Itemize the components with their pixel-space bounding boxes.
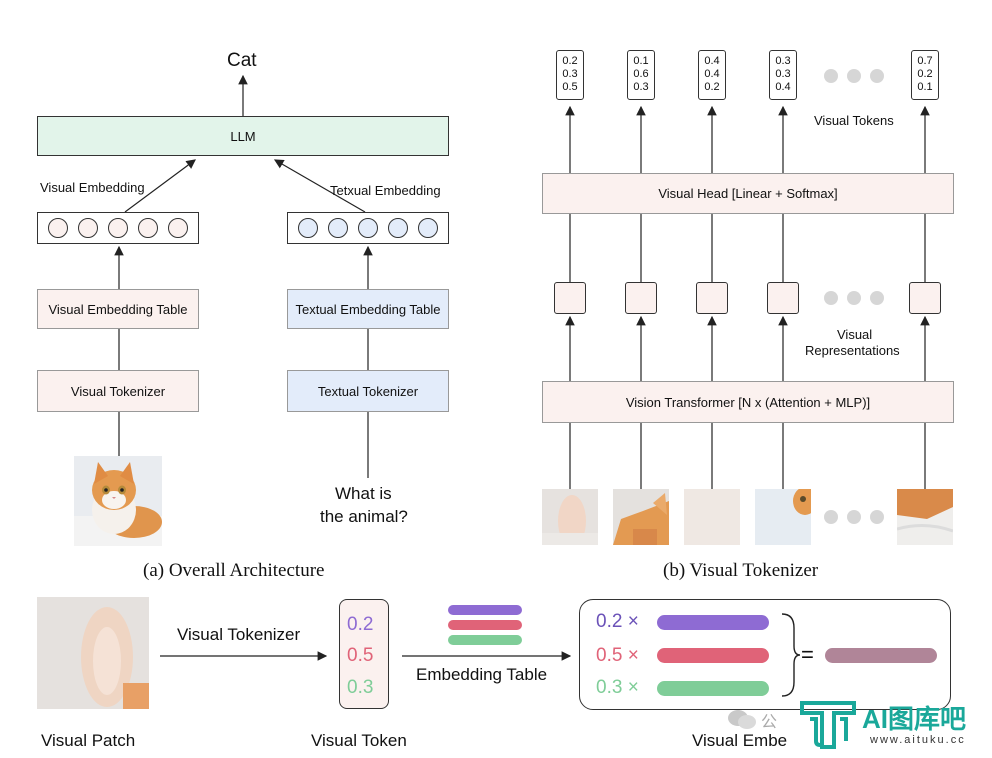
visual-token-5: 0.7 0.2 0.1 — [911, 50, 939, 100]
visual-representation — [767, 282, 799, 314]
token-value: 0.2 — [562, 55, 578, 67]
token-value-1: 0.2 — [347, 614, 374, 635]
image-patch — [755, 489, 811, 545]
embedding-circle — [358, 218, 378, 238]
token-value: 0.3 — [633, 81, 649, 93]
textual-embedding-label: Tetxual Embedding — [330, 183, 441, 198]
visual-embedding-vector — [37, 212, 199, 244]
token-value: 0.3 — [562, 68, 578, 80]
ellipsis-dots — [824, 69, 884, 83]
token-value: 0.4 — [775, 81, 791, 93]
cat-image — [74, 456, 162, 546]
weight-2: 0.5 × — [596, 645, 639, 666]
token-value-3: 0.3 — [347, 677, 374, 698]
textual-embedding-vector — [287, 212, 449, 244]
caption-a: (a) Overall Architecture — [143, 560, 325, 581]
token-value: 0.6 — [633, 68, 649, 80]
token-value: 0.5 — [562, 81, 578, 93]
watermark-url: www.aituku.cc — [870, 734, 966, 746]
embedding-bar-red — [448, 620, 522, 630]
weighted-bar-green — [657, 681, 769, 696]
embedding-circle — [418, 218, 438, 238]
vision-transformer-box: Vision Transformer [N x (Attention + MLP… — [542, 381, 954, 423]
embedding-circle — [108, 218, 128, 238]
embedding-bar-purple — [448, 605, 522, 615]
image-patch — [897, 489, 953, 545]
token-value: 0.4 — [704, 55, 720, 67]
visual-representation — [696, 282, 728, 314]
result-embedding-bar — [825, 648, 937, 663]
embedding-circle — [328, 218, 348, 238]
question-line2: the animal? — [320, 507, 408, 526]
weight-3: 0.3 × — [596, 677, 639, 698]
visual-representation — [625, 282, 657, 314]
embedding-bar-green — [448, 635, 522, 645]
visual-representation — [909, 282, 941, 314]
textual-embedding-table: Textual Embedding Table — [287, 289, 449, 329]
weight-1: 0.2 × — [596, 611, 639, 632]
weighted-sum-box — [579, 599, 951, 710]
visual-embedding-label: Visual Embedding — [40, 180, 145, 195]
visual-representations-line2: Representations — [805, 343, 900, 358]
textual-tokenizer-box: Textual Tokenizer — [287, 370, 449, 412]
visual-token-4: 0.3 0.3 0.4 — [769, 50, 797, 100]
wechat-icon — [727, 708, 757, 730]
visual-patch-image — [37, 597, 149, 709]
llm-box: LLM — [37, 116, 449, 156]
token-value: 0.2 — [704, 81, 720, 93]
embedding-circle — [78, 218, 98, 238]
embedding-circle — [48, 218, 68, 238]
embedding-circle — [298, 218, 318, 238]
visual-head-box: Visual Head [Linear + Softmax] — [542, 173, 954, 214]
token-value: 0.1 — [917, 81, 933, 93]
embedding-circle — [138, 218, 158, 238]
token-value: 0.3 — [775, 55, 791, 67]
wechat-label: 公 — [761, 714, 778, 731]
equals-sign: = — [801, 642, 814, 667]
token-value: 0.4 — [704, 68, 720, 80]
ellipsis-dots — [824, 291, 884, 305]
visual-tokens-label: Visual Tokens — [814, 113, 894, 128]
embedding-circle — [168, 218, 188, 238]
visual-embedding-table: Visual Embedding Table — [37, 289, 199, 329]
weighted-bar-red — [657, 648, 769, 663]
question-line1: What is — [335, 484, 392, 503]
token-value: 0.2 — [917, 68, 933, 80]
token-value: 0.7 — [917, 55, 933, 67]
visual-tokenizer-box: Visual Tokenizer — [37, 370, 199, 412]
visual-embedding-label-partial: Visual Embe — [692, 731, 788, 750]
watermark-brand: AI图库吧 — [862, 704, 967, 734]
visual-token-1: 0.2 0.3 0.5 — [556, 50, 584, 100]
visual-representation — [554, 282, 586, 314]
embedding-table-label: Embedding Table — [416, 665, 548, 684]
visual-token-3: 0.4 0.4 0.2 — [698, 50, 726, 100]
image-patch — [684, 489, 740, 545]
visual-representations-line1: Visual — [837, 327, 873, 342]
token-value: 0.3 — [775, 68, 791, 80]
token-value-2: 0.5 — [347, 645, 374, 666]
visual-tokenizer-arrow-label: Visual Tokenizer — [177, 625, 301, 644]
visual-token-box — [339, 599, 389, 709]
visual-token-label: Visual Token — [311, 731, 407, 750]
output-label-cat: Cat — [227, 50, 257, 71]
weighted-bar-purple — [657, 615, 769, 630]
caption-b: (b) Visual Tokenizer — [663, 560, 819, 581]
visual-token-2: 0.1 0.6 0.3 — [627, 50, 655, 100]
aituku-logo-icon — [800, 701, 856, 749]
image-patch — [542, 489, 598, 545]
token-value: 0.1 — [633, 55, 649, 67]
ellipsis-dots — [824, 510, 884, 524]
embedding-circle — [388, 218, 408, 238]
image-patch — [613, 489, 669, 545]
visual-patch-label: Visual Patch — [41, 731, 136, 750]
